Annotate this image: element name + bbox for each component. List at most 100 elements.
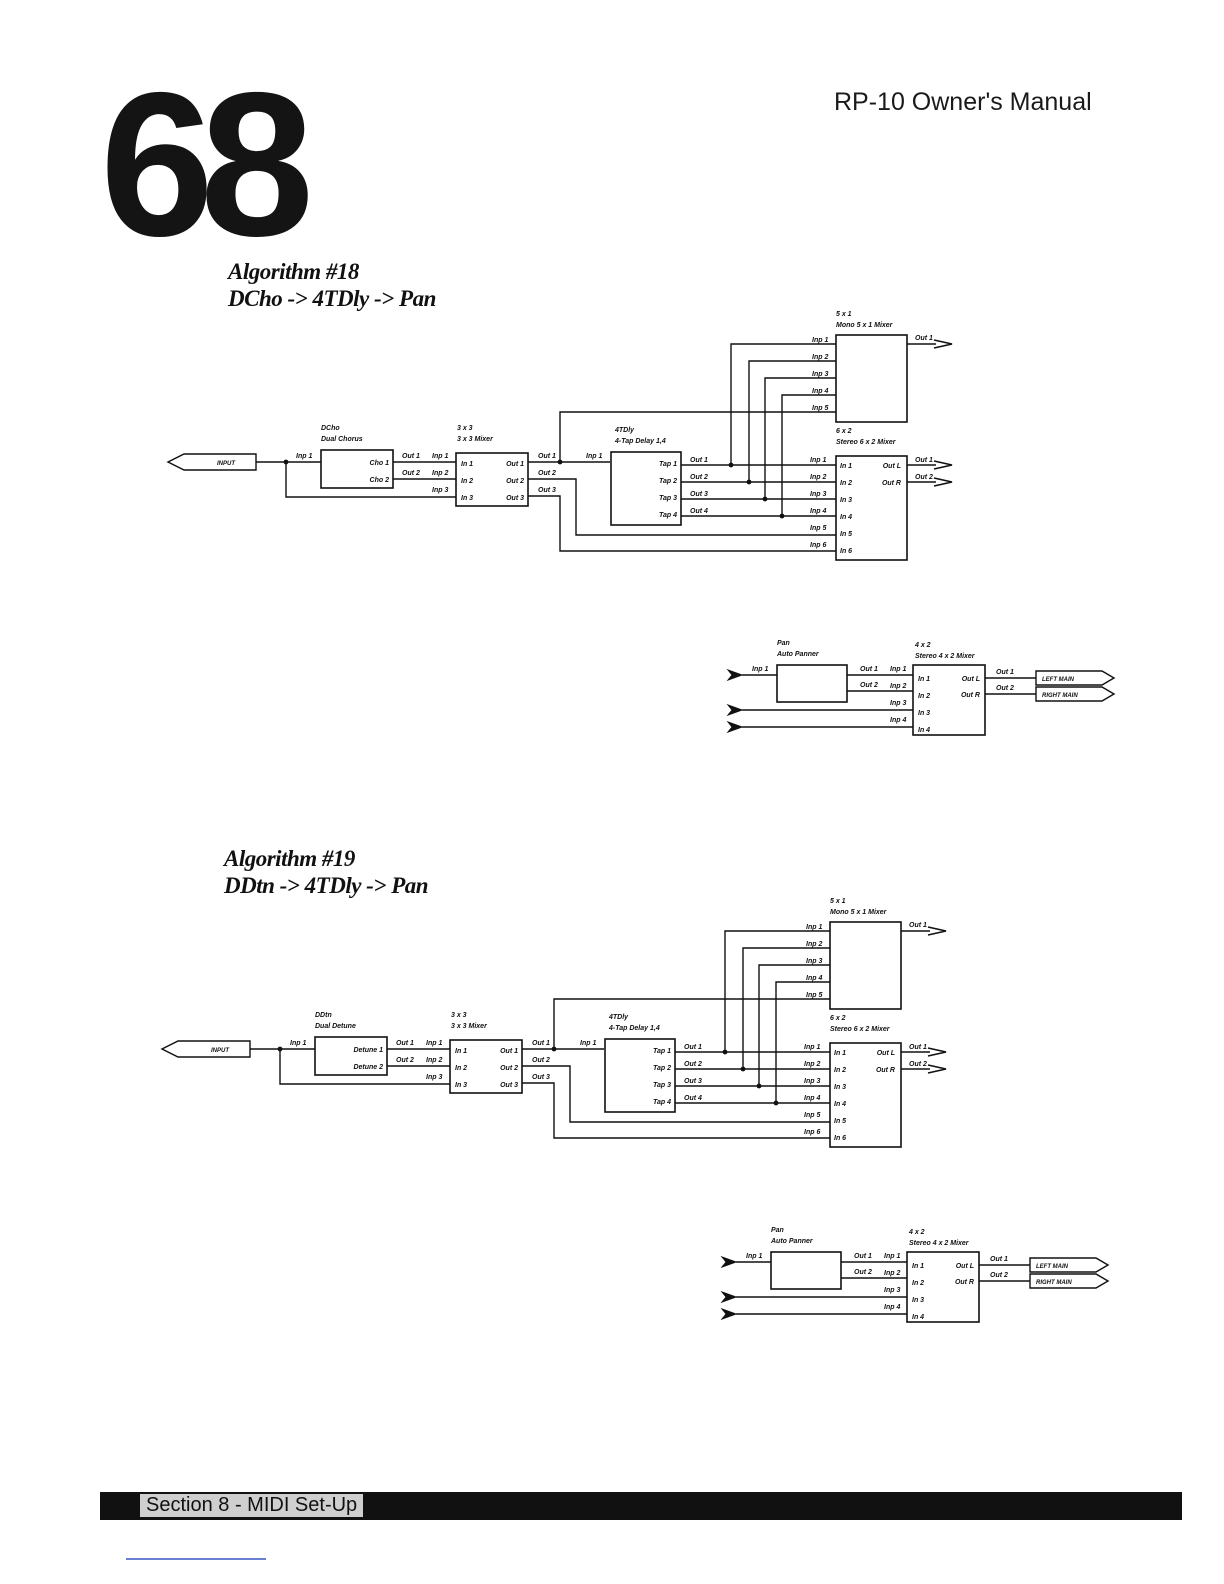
mono-out-label: Out 1 — [915, 335, 933, 342]
stereo4-ext-out-label: Out 2 — [990, 1272, 1008, 1279]
pan-box — [770, 1251, 842, 1290]
stereo4-inp-label: Inp 2 — [884, 1270, 900, 1277]
stereo6-inp-label: Inp 6 — [804, 1129, 820, 1136]
stereo6-in-label: In 5 — [834, 1118, 846, 1125]
mono-inp-label: Inp 2 — [812, 354, 828, 361]
stereo6-short-name: 6 x 2 — [836, 428, 852, 435]
pan-short-name: Pan — [771, 1227, 784, 1234]
mixer-inp-label: Inp 2 — [432, 470, 448, 477]
delay-out-label: Out 2 — [684, 1061, 702, 1068]
effect-output-label: Cho 2 — [370, 477, 390, 484]
mixer-ext-out-label: Out 2 — [538, 470, 556, 477]
delay-inp-label: Inp 1 — [586, 453, 602, 460]
stereo4-in-label: In 2 — [912, 1280, 924, 1287]
stereo4-in-label: In 1 — [918, 676, 930, 683]
pan-name: Auto Panner — [776, 651, 820, 658]
delay-out-label: Out 2 — [690, 474, 708, 481]
stereo4-in-label: In 3 — [912, 1297, 924, 1304]
stereo6-in-label: In 4 — [834, 1101, 846, 1108]
pan-out-label: Out 2 — [860, 682, 878, 689]
stereo6-out-label: Out L — [883, 463, 901, 470]
stereo4-in-label: In 4 — [918, 727, 930, 734]
stereo6-in-label: In 1 — [834, 1050, 846, 1057]
stereo4-name: Stereo 4 x 2 Mixer — [915, 653, 976, 660]
algorithm-chain: DCho -> 4TDly -> Pan — [228, 286, 436, 311]
mixer-inp-label: Inp 3 — [426, 1074, 442, 1081]
delay-out-label: Out 4 — [690, 508, 708, 515]
mixer-in-label: In 3 — [461, 495, 473, 502]
wire — [553, 998, 802, 1049]
mixer-in-label: In 1 — [455, 1048, 467, 1055]
footer-section-label: Section 8 - MIDI Set-Up — [140, 1494, 364, 1517]
mixer-name: 3 x 3 Mixer — [451, 1023, 488, 1030]
input-arrow — [720, 1255, 738, 1269]
mono-inp-label: Inp 3 — [806, 958, 822, 965]
wire — [724, 930, 830, 1052]
algorithm-18-title: Algorithm #18 DCho -> 4TDly -> Pan — [228, 258, 436, 312]
mixer-out-label: Out 3 — [506, 495, 524, 502]
stereo6-inp-label: Inp 4 — [810, 508, 826, 515]
wire — [730, 343, 836, 465]
stereo4-inp-label: Inp 4 — [884, 1304, 900, 1311]
mixer-in-label: In 2 — [455, 1065, 467, 1072]
mixer-ext-out-label: Out 1 — [532, 1040, 550, 1047]
algorithm-heading: Algorithm #19 — [224, 846, 355, 871]
delay-tap-label: Tap 2 — [659, 478, 677, 485]
mixer-short-name: 3 x 3 — [451, 1012, 467, 1019]
stereo6-inp-label: Inp 2 — [810, 474, 826, 481]
stereo4-out-label: Out R — [955, 1279, 974, 1286]
output-arrow — [927, 1047, 947, 1057]
delay-short-name: 4TDly — [608, 1014, 629, 1021]
mixer-inp-label: Inp 3 — [432, 487, 448, 494]
stereo4-in-label: In 4 — [912, 1314, 924, 1321]
stereo4-in-label: In 3 — [918, 710, 930, 717]
effect-out-label: Out 1 — [396, 1040, 414, 1047]
stereo6-inp-label: Inp 5 — [810, 525, 826, 532]
input-arrow — [720, 1307, 738, 1321]
pan-out-label: Out 1 — [854, 1253, 872, 1260]
stereo4-in-label: In 2 — [918, 693, 930, 700]
input-connector — [160, 1040, 251, 1058]
output-label: RIGHT MAIN — [1042, 693, 1078, 699]
input-arrow — [726, 720, 744, 734]
stereo6-in-label: In 3 — [834, 1084, 846, 1091]
delay-tap-label: Tap 2 — [653, 1065, 671, 1072]
output-label: RIGHT MAIN — [1036, 1280, 1072, 1286]
delay-short-name: 4TDly — [614, 427, 635, 434]
output-connector — [1029, 1257, 1110, 1273]
stereo6-in-label: In 2 — [840, 480, 852, 487]
mono-short-name: 5 x 1 — [836, 311, 852, 318]
mono-out-label: Out 1 — [909, 922, 927, 929]
stereo6-in-label: In 6 — [840, 548, 852, 555]
wire — [748, 360, 836, 482]
input-label: INPUT — [211, 1048, 230, 1054]
stereo6-ext-out-label: Out 1 — [909, 1044, 927, 1051]
mixer-inp-label: Inp 1 — [432, 453, 448, 460]
delay-name: 4-Tap Delay 1,4 — [608, 1025, 660, 1032]
output-connector — [1029, 1273, 1110, 1289]
output-connector — [1035, 670, 1116, 686]
mixer-out-label: Out 1 — [500, 1048, 518, 1055]
mixer-3x3-box — [455, 452, 529, 507]
page-number: 68 — [100, 50, 314, 279]
delay-tap-label: Tap 3 — [653, 1082, 671, 1089]
output-arrow — [933, 339, 953, 349]
output-connector — [1035, 686, 1116, 702]
mixer-inp-label: Inp 2 — [426, 1057, 442, 1064]
effect-out-label: Out 1 — [402, 453, 420, 460]
mixer-3x3-box — [449, 1039, 523, 1094]
pan-inp-label: Inp 1 — [746, 1253, 762, 1260]
wire — [279, 1049, 450, 1085]
mono-inp-label: Inp 1 — [812, 337, 828, 344]
stereo4-in-label: In 1 — [912, 1263, 924, 1270]
footer-underline — [126, 1558, 266, 1560]
pan-inp-label: Inp 1 — [752, 666, 768, 673]
effect-box — [314, 1036, 388, 1076]
stereo4-inp-label: Inp 3 — [890, 700, 906, 707]
delay-out-label: Out 3 — [684, 1078, 702, 1085]
stereo6-inp-label: Inp 3 — [804, 1078, 820, 1085]
input-arrow — [726, 703, 744, 717]
wire — [285, 462, 456, 498]
